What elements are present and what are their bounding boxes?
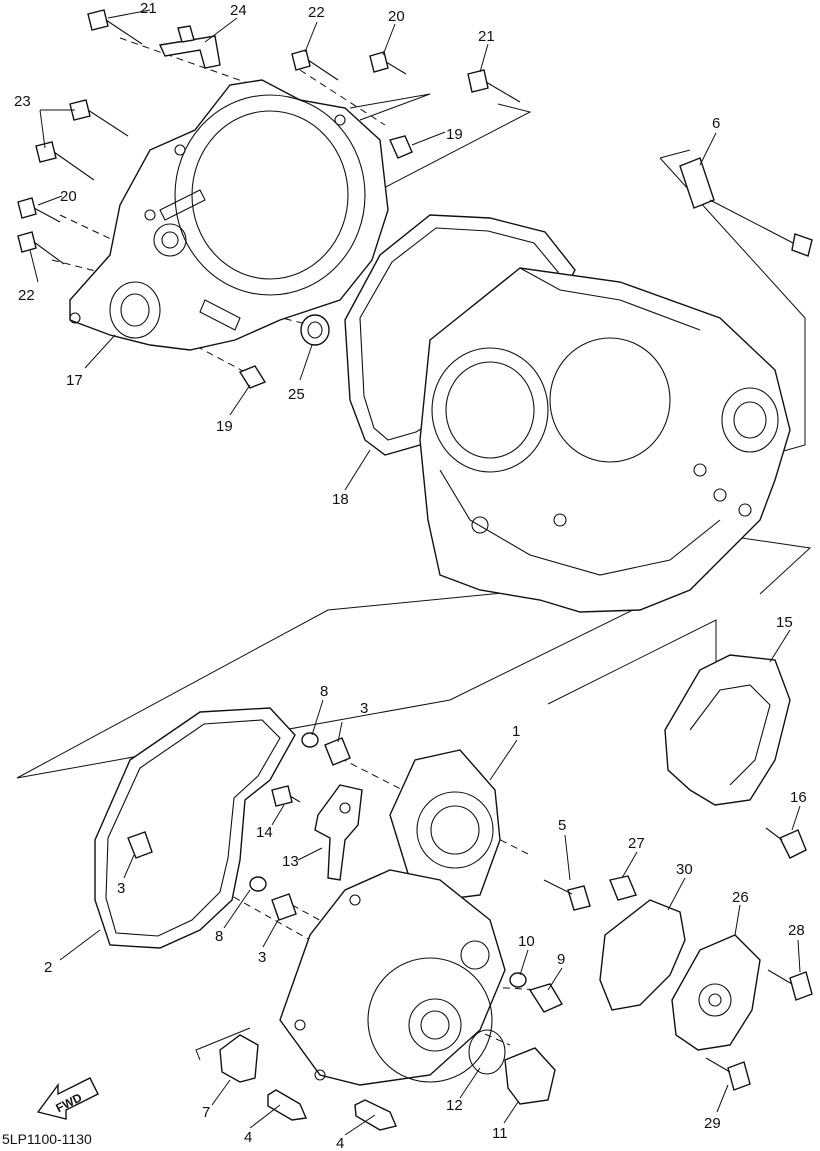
callout-22: 22 <box>18 287 35 304</box>
callout-17: 17 <box>66 372 83 389</box>
crankcase-cover-1 <box>279 749 506 1086</box>
diagram-code: 5LP1100-1130 <box>2 1131 92 1147</box>
callout-27: 27 <box>628 835 645 852</box>
gasket-2 <box>94 707 296 949</box>
callout-26: 26 <box>732 889 749 906</box>
callout-20: 20 <box>388 8 405 25</box>
callout-25: 25 <box>288 386 305 403</box>
callout-28: 28 <box>788 922 805 939</box>
oil-seal <box>300 314 330 346</box>
callout-4: 4 <box>244 1129 252 1146</box>
crankcase-assembly <box>419 267 791 613</box>
callout-9: 9 <box>557 951 565 968</box>
callout-2: 2 <box>44 959 52 976</box>
callout-numbers: 1 2 3 3 3 4 4 5 6 7 8 8 9 10 11 12 13 14… <box>14 0 807 1151</box>
hose-guide-24 <box>158 25 221 69</box>
callout-21: 21 <box>478 28 495 45</box>
callout-15: 15 <box>776 614 793 631</box>
callout-3: 3 <box>360 700 368 717</box>
crankcase-cover-2 <box>69 79 389 351</box>
plug-and-collar <box>468 875 637 1105</box>
bolts-bottom <box>267 785 813 1131</box>
sprocket-cover-15 <box>664 654 791 806</box>
bracket-13 <box>314 784 363 881</box>
bolts-top-left <box>17 9 521 265</box>
callout-8: 8 <box>320 683 328 700</box>
callout-30: 30 <box>676 861 693 878</box>
callout-20: 20 <box>60 188 77 205</box>
callout-19: 19 <box>446 126 463 143</box>
callout-7: 7 <box>202 1104 210 1121</box>
callout-3: 3 <box>258 949 266 966</box>
callout-3: 3 <box>117 880 125 897</box>
dowel-pin-top <box>238 135 413 389</box>
callout-10: 10 <box>518 933 535 950</box>
callout-22: 22 <box>308 4 325 21</box>
callout-12: 12 <box>446 1097 463 1114</box>
callout-5: 5 <box>558 817 566 834</box>
callout-6: 6 <box>712 115 720 132</box>
callout-4: 4 <box>336 1135 344 1151</box>
guide-7 <box>219 1034 259 1083</box>
o-rings-dowels-bottom <box>127 732 351 921</box>
callout-18: 18 <box>332 491 349 508</box>
water-pump-cover-26 <box>671 934 761 1051</box>
callout-24: 24 <box>230 2 247 19</box>
water-pump-gasket-30 <box>599 899 686 1011</box>
callout-leaders <box>29 9 801 1136</box>
callout-23: 23 <box>14 93 31 110</box>
callout-29: 29 <box>704 1115 721 1132</box>
callout-14: 14 <box>256 824 273 841</box>
callout-21: 21 <box>140 0 157 17</box>
callout-16: 16 <box>790 789 807 806</box>
callout-19: 19 <box>216 418 233 435</box>
wire-clamp-6 <box>679 157 813 257</box>
callout-11: 11 <box>492 1125 508 1142</box>
callout-1: 1 <box>512 723 520 740</box>
callout-13: 13 <box>282 853 299 870</box>
callout-8: 8 <box>215 928 223 945</box>
fwd-arrow-icon: FWD <box>36 1077 99 1120</box>
